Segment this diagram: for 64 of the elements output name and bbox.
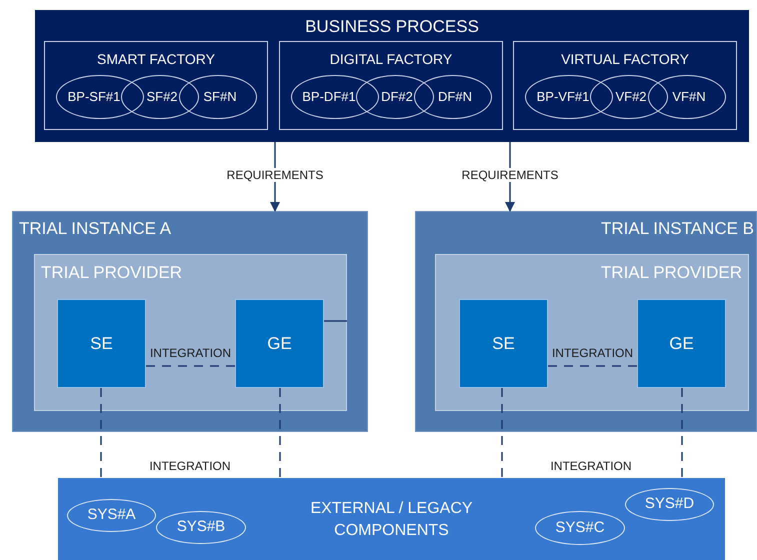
factory-box bbox=[279, 41, 503, 130]
ellipse-label: VF#2 bbox=[615, 88, 647, 106]
dashed-connector bbox=[681, 388, 683, 478]
enabler-box bbox=[637, 299, 726, 388]
panel-title: EXTERNAL / LEGACY COMPONENTS bbox=[310, 500, 473, 539]
panel-title: BUSINESS PROCESS bbox=[305, 17, 479, 36]
ellipse-label: VF#N bbox=[672, 88, 706, 106]
ellipse-label: BP-VF#1 bbox=[536, 88, 590, 106]
box-title: SMART FACTORY bbox=[97, 51, 215, 67]
edge-label: INTEGRATION bbox=[550, 346, 634, 360]
trial-instance-panel bbox=[415, 211, 757, 432]
process-ellipse bbox=[179, 75, 257, 119]
box-label: GE bbox=[669, 332, 694, 355]
trial-provider-panel bbox=[435, 254, 749, 411]
dashed-connector bbox=[146, 365, 235, 367]
ellipse-label: BP-DF#1 bbox=[302, 88, 356, 106]
ellipse-label: SYS#D bbox=[644, 494, 694, 514]
business-process-panel bbox=[35, 10, 749, 142]
ellipse-label: SYS#B bbox=[176, 517, 226, 538]
ellipse-label: BP-SF#1 bbox=[68, 88, 120, 106]
box-title: DIGITAL FACTORY bbox=[330, 51, 452, 67]
process-ellipse bbox=[56, 75, 144, 119]
panel-title: TRIAL INSTANCE A bbox=[19, 219, 172, 238]
process-ellipse bbox=[648, 75, 726, 119]
factory-box bbox=[513, 41, 737, 130]
process-ellipse bbox=[291, 75, 379, 119]
ellipse-label: DF#2 bbox=[381, 88, 413, 106]
process-ellipse bbox=[121, 75, 199, 119]
enabler-box bbox=[235, 299, 324, 388]
trial-provider-panel bbox=[34, 254, 347, 411]
dashed-connector bbox=[279, 388, 281, 478]
enabler-box bbox=[459, 299, 548, 388]
edge-label: REQUIREMENTS bbox=[460, 168, 560, 182]
panel-title: TRIAL PROVIDER bbox=[600, 263, 742, 282]
edge-label: REQUIREMENTS bbox=[224, 168, 326, 182]
dashed-connector bbox=[501, 388, 503, 478]
panel-title: TRIAL PROVIDER bbox=[41, 263, 182, 282]
enabler-box bbox=[57, 299, 146, 388]
process-ellipse bbox=[414, 75, 492, 119]
system-ellipse bbox=[535, 511, 625, 545]
process-ellipse bbox=[590, 75, 668, 119]
box-label: SE bbox=[90, 332, 113, 355]
panel-title: TRIAL INSTANCE B bbox=[600, 219, 754, 238]
ellipse-label: SF#2 bbox=[146, 88, 178, 106]
system-ellipse bbox=[156, 511, 246, 544]
process-ellipse bbox=[356, 75, 434, 119]
ellipse-label: DF#N bbox=[438, 88, 472, 106]
integration-label: INTEGRATION bbox=[550, 459, 632, 473]
system-ellipse bbox=[625, 488, 714, 521]
box-label: SE bbox=[492, 332, 515, 355]
integration-label: INTEGRATION bbox=[149, 459, 231, 473]
external-components-panel bbox=[58, 478, 725, 560]
box-title: VIRTUAL FACTORY bbox=[561, 51, 689, 67]
system-ellipse bbox=[67, 499, 156, 532]
box-label: GE bbox=[267, 332, 292, 355]
dashed-connector bbox=[100, 388, 102, 478]
ellipse-label: SYS#A bbox=[87, 505, 136, 526]
dashed-connector bbox=[548, 365, 637, 367]
factory-box bbox=[44, 41, 268, 130]
edge-label: INTEGRATION bbox=[148, 346, 232, 360]
ellipse-label: SF#N bbox=[203, 88, 237, 106]
trial-instance-panel bbox=[12, 211, 368, 432]
process-ellipse bbox=[525, 75, 613, 119]
ellipse-label: SYS#C bbox=[555, 518, 605, 538]
